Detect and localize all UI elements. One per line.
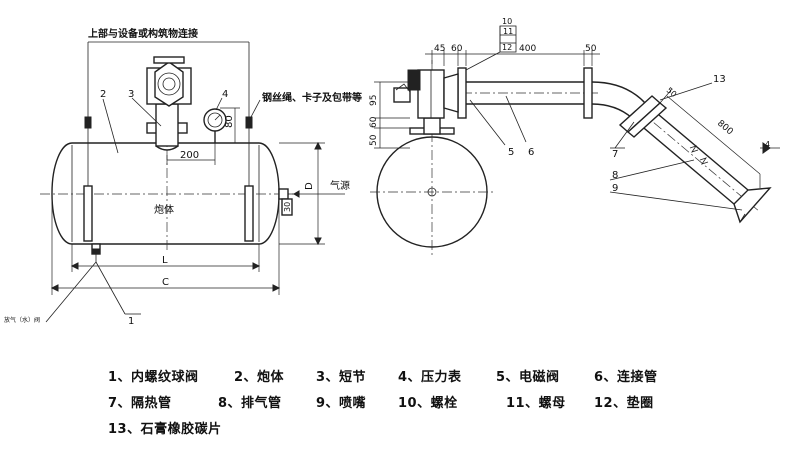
dim-L: L [162, 255, 168, 266]
dim-D: D [304, 182, 315, 190]
nozzle [733, 187, 772, 224]
label-drain: 放气（水）阀 [4, 316, 40, 324]
dim-C: C [162, 277, 169, 288]
callout-5: 5 [508, 147, 514, 158]
label-body: 炮体 [154, 203, 174, 216]
legend-item: 9、喷嘴 [316, 396, 367, 411]
legend-item: 1、内螺纹球阀 [108, 370, 199, 385]
technical-drawing: 上部与设备或构筑物连接 钢丝绳、卡子及包带等 气源 炮体 放气（水）阀 200 … [4, 17, 780, 327]
front-view [40, 41, 345, 323]
dim-200: 200 [180, 150, 199, 161]
legend-item: 11、螺母 [506, 396, 566, 411]
dim-80: 80 [224, 115, 235, 128]
dim-50-side: 50 [369, 134, 379, 146]
legend-item: 3、短节 [316, 370, 367, 385]
callout-2: 2 [100, 89, 106, 100]
callout-8: 8 [612, 170, 618, 181]
callout-4: 4 [222, 89, 228, 100]
callout-1: 1 [128, 316, 134, 327]
callout-6: 6 [528, 147, 534, 158]
dim-800: 800 [715, 119, 735, 138]
callout-10: 10 [502, 17, 512, 26]
callout-11: 11 [503, 27, 513, 36]
dim-4: 4 [765, 140, 770, 149]
legend-row-3: 13、石膏橡胶碳片 [108, 418, 788, 444]
strap-left [83, 185, 93, 242]
dim-45: 45 [434, 44, 445, 54]
dim-30: 30 [283, 202, 292, 212]
callout-9: 9 [612, 183, 618, 194]
legend-row-1: 1、内螺纹球阀 2、炮体 3、短节 4、压力表 5、电磁阀 6、连接管 [108, 366, 788, 392]
legend-item: 4、压力表 [398, 370, 462, 385]
strap-right [244, 185, 254, 242]
label-wire-rope: 钢丝绳、卡子及包带等 [262, 91, 362, 104]
callout-7: 7 [612, 149, 618, 160]
legend-item: 12、垫圈 [594, 396, 654, 411]
callout-13: 13 [713, 74, 726, 85]
label-gas-source: 气源 [330, 179, 350, 192]
legend-item: 7、隔热管 [108, 396, 172, 411]
dim-60: 60 [451, 44, 463, 54]
legend-item: 6、连接管 [594, 370, 658, 385]
dim-400: 400 [519, 44, 536, 54]
legend-row-2: 7、隔热管 8、排气管 9、喷嘴 10、螺栓 11、螺母 12、垫圈 [108, 392, 788, 418]
legend-item: 2、炮体 [234, 370, 285, 385]
dim-50-top: 50 [585, 44, 597, 54]
dim-60-side: 60 [369, 116, 379, 128]
dim-95: 95 [369, 95, 379, 106]
legend-item: 5、电磁阀 [496, 370, 560, 385]
label-top-connection: 上部与设备或构筑物连接 [88, 27, 198, 40]
solenoid-valve [393, 87, 411, 103]
dim-50-diag: 50 [665, 86, 679, 99]
legend-item: 10、螺栓 [398, 396, 458, 411]
callout-3: 3 [128, 89, 134, 100]
legend-item: 13、石膏橡胶碳片 [108, 422, 222, 437]
callout-12: 12 [502, 43, 512, 52]
parts-legend: 1、内螺纹球阀 2、炮体 3、短节 4、压力表 5、电磁阀 6、连接管 7、隔热… [108, 366, 788, 444]
legend-item: 8、排气管 [218, 396, 282, 411]
side-view [370, 25, 780, 255]
